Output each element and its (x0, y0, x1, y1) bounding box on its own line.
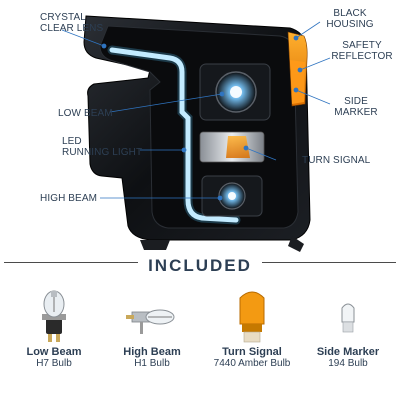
bulb-type: H1 Bulb (134, 358, 170, 369)
callout-side-marker: SIDE MARKER (334, 96, 378, 118)
halogen-h7-bulb-icon (42, 290, 66, 342)
led-running-light-bar (109, 47, 239, 223)
callout-turn-signal: TURN SIGNAL (302, 155, 371, 166)
bulb-card-low-beam: Low Beam H7 Bulb (6, 288, 102, 394)
bulb-type: H7 Bulb (36, 358, 72, 369)
headlight-diagram (61, 15, 331, 252)
bulb-name: Side Marker (316, 346, 380, 358)
mini-wedge-bulb-icon (341, 303, 355, 333)
halogen-h1-bulb-icon (126, 309, 175, 334)
bulb-type: 194 Bulb (328, 358, 368, 369)
bulb-name: Low Beam (26, 346, 82, 358)
callout-low-beam: LOW BEAM (58, 108, 113, 119)
callout-safety-reflector: SAFETY REFLECTOR (331, 40, 393, 62)
bulb-name: Turn Signal (222, 346, 282, 358)
bulb-type: 7440 Amber Bulb (213, 358, 291, 369)
callout-crystal-clear-lens: CRYSTAL CLEAR LENS (40, 12, 104, 34)
amber-wedge-bulb-icon (239, 291, 265, 343)
included-title: INCLUDED (138, 256, 262, 276)
mounting-tab (288, 236, 304, 252)
callout-led-running-light: LED RUNNING LIGHT (62, 136, 143, 158)
bulb-name: High Beam (123, 346, 181, 358)
bulb-card-side-marker: Side Marker 194 Bulb (300, 288, 396, 394)
callout-black-housing: BLACK HOUSING (326, 8, 374, 30)
bulb-card-high-beam: High Beam H1 Bulb (104, 288, 200, 394)
amber-reflector (290, 60, 305, 104)
callout-high-beam: HIGH BEAM (40, 193, 98, 204)
bulb-card-turn-signal: Turn Signal 7440 Amber Bulb (204, 288, 300, 394)
